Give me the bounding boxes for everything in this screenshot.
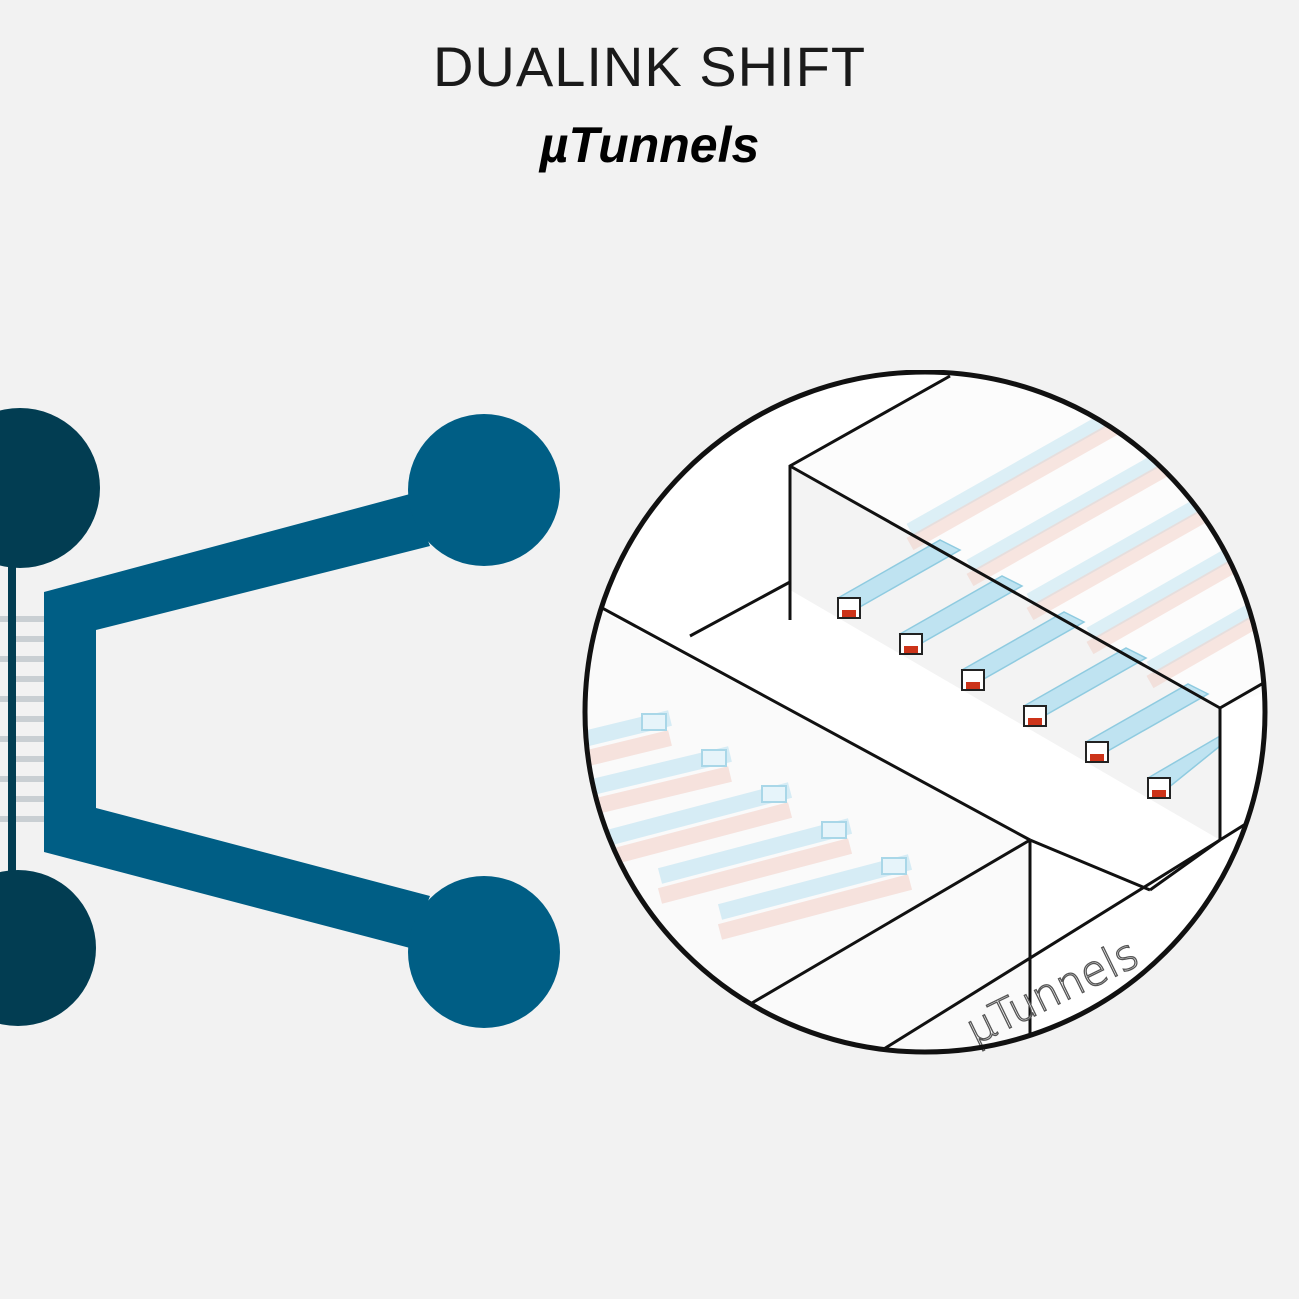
reservoir-bottom-left [0, 870, 96, 1026]
central-channel [8, 550, 16, 880]
front-tunnels [836, 539, 1221, 799]
page-title: DUALINK SHIFT [432, 35, 867, 98]
page-subtitle: µTunnels [539, 117, 760, 173]
zoom-view: µTunnels [582, 370, 1268, 1055]
zoom-lens-border [582, 370, 1268, 1055]
reservoir-top-left [0, 408, 100, 568]
reservoir-bottom-right [408, 876, 560, 1028]
reservoir-top-right [408, 414, 560, 566]
chip-schematic [0, 408, 560, 1028]
block-edges [585, 374, 1265, 1052]
side-channel [44, 494, 430, 948]
tunnel-stripes [0, 616, 44, 822]
lower-tunnel-bands [585, 710, 913, 940]
lower-tunnel-ends [641, 713, 907, 875]
